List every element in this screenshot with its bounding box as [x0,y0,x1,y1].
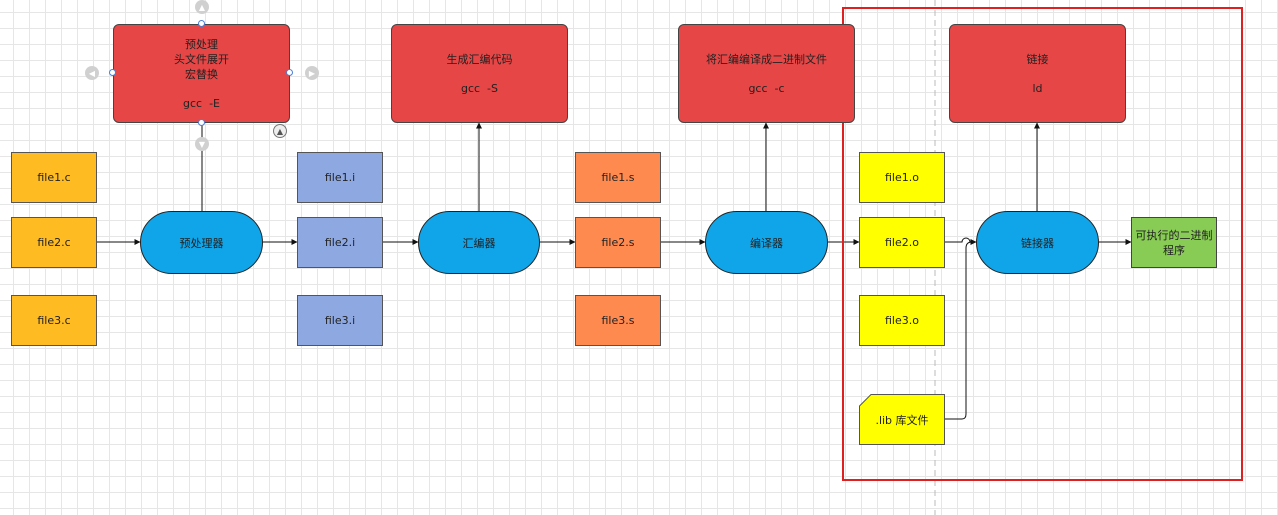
object-file-label: file1.o [885,171,919,184]
command-text: gcc -E [183,96,220,110]
arrow-file2o-to-linker[interactable] [945,237,977,245]
command-description-line: 预处理 [185,37,218,51]
command-text: gcc -c [748,81,785,95]
executable-label-line2: 程序 [1163,243,1185,257]
object-file-label: file3.o [885,314,919,327]
preprocessed-file-label: file2.i [324,236,356,249]
source-file-3[interactable]: file3.c [11,295,97,346]
chevron-left-icon[interactable]: ◀ [85,66,99,80]
connector-library-to-linker[interactable] [945,241,973,420]
command-description-line: 链接 [1026,52,1049,66]
card-shape-icon [859,394,945,445]
preprocessed-file-1[interactable]: file1.i [297,152,383,203]
rotate-icon[interactable]: ▲ [273,124,287,138]
executable-label-line1: 可执行的二进制 [1135,228,1213,242]
assembly-file-1[interactable]: file1.s [575,152,661,203]
command-description-line: 宏替换 [185,67,218,81]
assembly-file-3[interactable]: file3.s [575,295,661,346]
assembly-file-label: file1.s [601,171,635,184]
assembler-process[interactable]: 编译器 [705,211,828,274]
library-file[interactable]: .lib 库文件 [859,394,945,445]
library-label: .lib 库文件 [875,413,929,427]
assembly-file-label: file2.s [601,236,635,249]
command-text: ld [1032,81,1043,95]
command-box-compile[interactable]: 生成汇编代码 gcc -S [391,24,568,123]
command-text: gcc -S [460,81,499,95]
selection-handle-right[interactable] [286,69,293,76]
command-box-link[interactable]: 链接 ld [949,24,1126,123]
object-file-3[interactable]: file3.o [859,295,945,346]
chevron-down-icon[interactable]: ▼ [195,137,209,151]
preprocessed-file-label: file1.i [324,171,356,184]
source-file-label: file1.c [37,171,71,184]
assembly-file-label: file3.s [601,314,635,327]
linker-process[interactable]: 链接器 [976,211,1099,274]
preprocessor-process[interactable]: 预处理器 [140,211,263,274]
selection-handle-bottom[interactable] [198,119,205,126]
source-file-1[interactable]: file1.c [11,152,97,203]
source-file-label: file2.c [37,236,71,249]
object-file-label: file2.o [885,236,919,249]
command-box-preprocess[interactable]: 预处理 头文件展开 宏替换 gcc -E [113,24,290,123]
preprocessed-file-label: file3.i [324,314,356,327]
source-file-2[interactable]: file2.c [11,217,97,268]
object-file-2[interactable]: file2.o [859,217,945,268]
source-file-label: file3.c [37,314,71,327]
object-file-1[interactable]: file1.o [859,152,945,203]
command-description-line: 将汇编编译成二进制文件 [706,52,827,66]
process-label: 编译器 [750,236,783,250]
selection-handle-top[interactable] [198,20,205,27]
selection-handle-left[interactable] [109,69,116,76]
process-label: 预处理器 [179,236,224,250]
command-description-line: 头文件展开 [174,52,229,66]
preprocessed-file-2[interactable]: file2.i [297,217,383,268]
command-box-assemble[interactable]: 将汇编编译成二进制文件 gcc -c [678,24,855,123]
chevron-up-icon[interactable]: ▲ [195,0,209,14]
compiler-process[interactable]: 汇编器 [418,211,540,274]
preprocessed-file-3[interactable]: file3.i [297,295,383,346]
chevron-right-icon[interactable]: ▶ [305,66,319,80]
command-description-line: 生成汇编代码 [446,52,513,66]
process-label: 链接器 [1021,236,1054,250]
assembly-file-2[interactable]: file2.s [575,217,661,268]
process-label: 汇编器 [462,236,496,250]
highlight-frame[interactable] [842,7,1243,481]
executable-program[interactable]: 可执行的二进制 程序 [1131,217,1217,268]
